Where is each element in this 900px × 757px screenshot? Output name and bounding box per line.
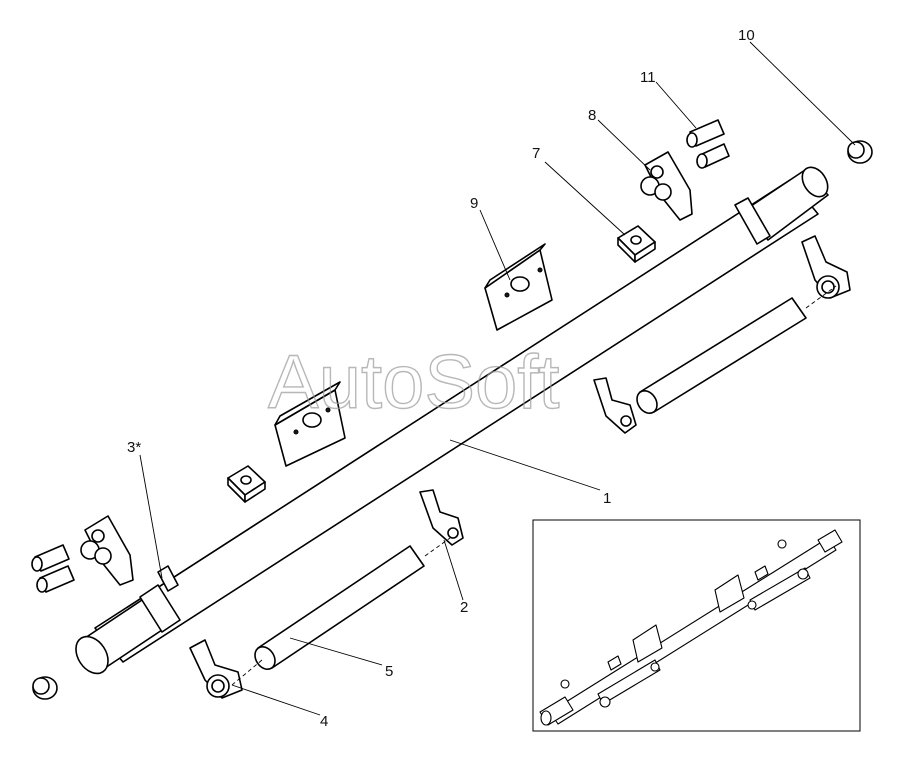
callout-2: 2 xyxy=(460,599,468,616)
main-shaft xyxy=(75,166,829,675)
watermark: AutoSoft xyxy=(268,340,560,425)
bolts-11-upper xyxy=(686,119,730,169)
nut-plate-7-lower xyxy=(227,465,266,503)
leader-lines xyxy=(139,41,856,716)
tube-5-left xyxy=(254,545,425,670)
callout-7: 7 xyxy=(532,145,540,162)
assembled-view-inset xyxy=(532,519,861,732)
callout-1: 1 xyxy=(603,490,611,507)
callout-5: 5 xyxy=(385,663,393,680)
callout-labels: 1 2 3* 4 5 7 8 9 10 11 xyxy=(127,27,755,730)
cap-10-lower xyxy=(32,676,58,700)
callout-8: 8 xyxy=(588,107,596,124)
bracket-9-upper xyxy=(484,243,553,331)
callout-11: 11 xyxy=(640,69,656,86)
callout-9: 9 xyxy=(470,195,478,212)
clamp-8-lower xyxy=(80,515,134,586)
nut-plate-7-upper xyxy=(617,225,656,263)
bracket-9-lower xyxy=(274,381,346,467)
plate-2-right xyxy=(593,377,637,434)
clamp-8-upper xyxy=(640,151,693,221)
bolts-11-lower xyxy=(31,544,75,593)
dashed-axis-right xyxy=(805,285,837,309)
cap-10-upper xyxy=(847,140,873,164)
arm-4-left xyxy=(189,639,243,699)
callout-10: 10 xyxy=(738,27,755,44)
tube-5-right xyxy=(636,297,807,414)
callout-3: 3* xyxy=(127,439,141,456)
dashed-axis-left xyxy=(424,537,451,557)
arm-4-right xyxy=(801,235,851,299)
callout-4: 4 xyxy=(320,713,328,730)
plate-2-left xyxy=(419,489,464,546)
